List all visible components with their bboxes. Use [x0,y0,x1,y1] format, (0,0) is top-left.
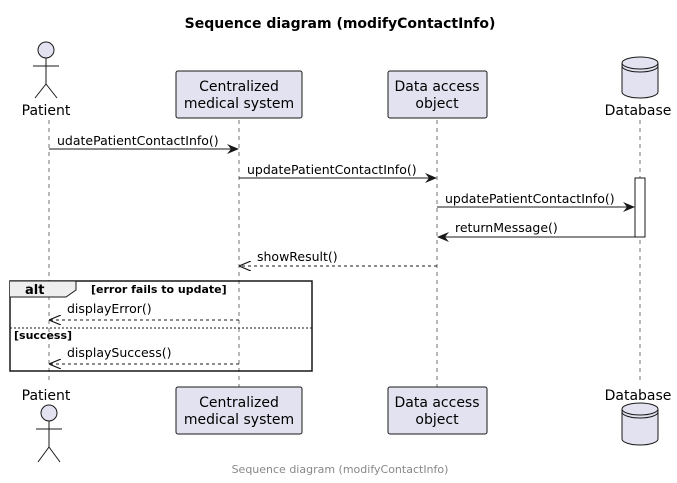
message-label: displaySuccess() [67,345,171,360]
participant-dao-bottom: Data access object [387,386,488,435]
fragment-guard-1: [error fails to update] [91,283,227,296]
fragment-frame [9,280,313,372]
database-icon [621,402,659,446]
message-1: udatePatientContactInfo() [49,133,239,154]
participant-label-patient: Patient [22,388,71,404]
message-3: updatePatientContactInfo() [437,191,635,212]
participant-system-line2: medical system [184,96,294,112]
participant-label-database: Database [605,388,672,404]
database-activation [634,177,646,238]
alt-fragment: alt [error fails to update] [success] [9,280,313,372]
message-7: displaySuccess() [50,345,239,364]
participant-system-line2: medical system [184,412,294,428]
participant-system-line1: Centralized [199,79,279,95]
fragment-operator: alt [25,283,44,298]
fragment-operator-tab [10,280,77,298]
database-bottom: Database [605,388,672,446]
actor-patient-top: Patient [22,41,71,119]
message-4: returnMessage() [437,220,635,242]
participant-label-database: Database [605,103,672,119]
message-label: returnMessage() [455,220,558,235]
participant-system-bottom: Centralized medical system [175,386,303,435]
participant-dao-line1: Data access [394,79,479,95]
message-label: updatePatientContactInfo() [247,162,417,177]
actor-icon [36,404,62,463]
participant-dao-line2: object [415,96,459,112]
participant-label-patient: Patient [22,103,71,119]
lifelines [48,120,641,387]
message-label: displayError() [67,301,152,316]
message-6: displayError() [50,301,239,320]
participant-dao-top: Data access object [387,70,488,119]
message-label: updatePatientContactInfo() [445,191,615,206]
actor-icon [33,41,59,99]
message-2: updatePatientContactInfo() [239,162,437,183]
message-label: udatePatientContactInfo() [57,133,219,148]
diagram-title: Sequence diagram (modifyContactInfo) [185,16,496,32]
message-5: showResult() [240,249,437,266]
fragment-guard-2: [success] [14,329,72,342]
diagram-footer: Sequence diagram (modifyContactInfo) [232,463,449,476]
message-label: showResult() [257,249,338,264]
participant-system-line1: Centralized [199,395,279,411]
participant-dao-line2: object [415,412,459,428]
database-top: Database [605,56,672,119]
participant-system-top: Centralized medical system [175,70,303,119]
actor-patient-bottom: Patient [22,388,71,463]
database-icon [621,56,659,99]
participant-dao-line1: Data access [394,395,479,411]
